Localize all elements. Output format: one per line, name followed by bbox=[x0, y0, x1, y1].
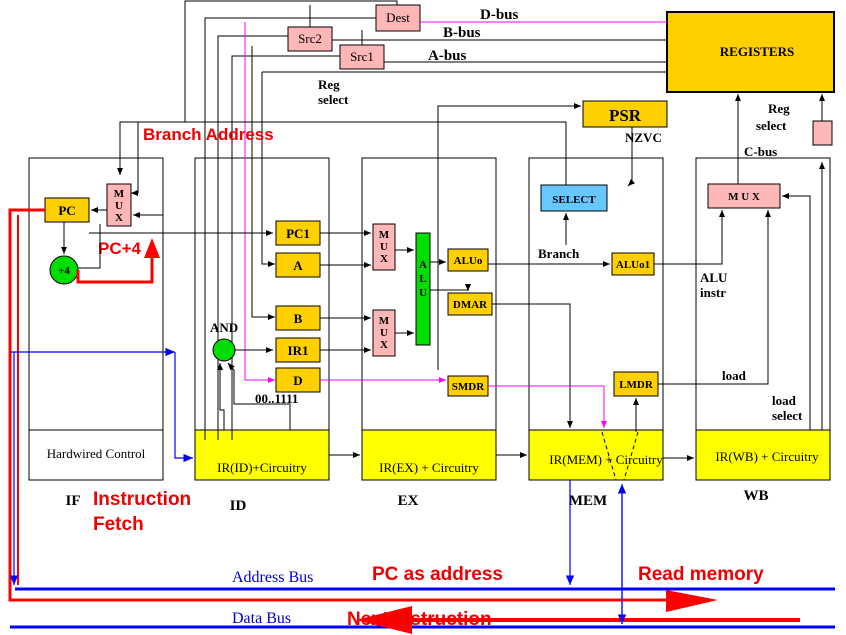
alu-a: A bbox=[419, 259, 427, 271]
branch-address-label: Branch Address bbox=[143, 125, 274, 144]
data-bus-label: Data Bus bbox=[232, 610, 291, 627]
pc1-label: PC1 bbox=[286, 226, 310, 241]
aluo1-label: ALUo1 bbox=[616, 259, 650, 271]
if-mux-m: M bbox=[114, 188, 125, 200]
plus4-label: +4 bbox=[58, 265, 70, 277]
id-circuitry-label: IR(ID)+Circuitry bbox=[217, 460, 307, 475]
alu-box bbox=[415, 232, 431, 346]
ir1-label: IR1 bbox=[288, 343, 309, 358]
b-box bbox=[275, 305, 321, 331]
src2-box bbox=[287, 26, 333, 52]
d-label: D bbox=[293, 373, 302, 388]
ex-mux-b-x: X bbox=[380, 339, 388, 351]
dest-label: Dest bbox=[386, 10, 410, 25]
select-label: SELECT bbox=[552, 194, 596, 206]
select-box bbox=[540, 184, 608, 212]
nzvc-label: NZVC bbox=[625, 130, 662, 145]
id-label: ID bbox=[230, 498, 247, 514]
d-bus-label: D-bus bbox=[480, 7, 519, 23]
src1-label: Src1 bbox=[350, 49, 374, 64]
dmar-label: DMAR bbox=[453, 299, 488, 311]
a-bus-label: A-bus bbox=[428, 48, 467, 64]
load-select-line1: load bbox=[772, 393, 797, 408]
wb-mux-label: M U X bbox=[728, 191, 760, 203]
pc-address-arrow bbox=[666, 590, 718, 612]
read-memory-label: Read memory bbox=[638, 564, 764, 585]
pc1-box bbox=[275, 220, 321, 246]
pc-as-address-label: PC as address bbox=[372, 564, 503, 585]
next-instruction-label: Next Instruction bbox=[347, 609, 492, 630]
hardwired-control-box bbox=[28, 429, 164, 481]
alu-l: L bbox=[419, 273, 426, 285]
branch-label: Branch bbox=[538, 246, 580, 261]
ex-mux-a-box bbox=[372, 223, 396, 271]
a-label: A bbox=[293, 258, 303, 273]
wb-circuitry-box bbox=[695, 429, 831, 481]
b-bus-label: B-bus bbox=[443, 25, 481, 41]
if-mux-u: U bbox=[115, 200, 123, 212]
ex-circuitry-label: IR(EX) + Circuitry bbox=[379, 460, 479, 475]
ex-label: EX bbox=[398, 493, 419, 509]
psr-label: PSR bbox=[609, 106, 642, 125]
aluo-box bbox=[447, 248, 489, 272]
d-box bbox=[275, 367, 321, 393]
if-mux-box bbox=[106, 183, 132, 227]
src2-label: Src2 bbox=[298, 31, 322, 46]
dest-box bbox=[375, 4, 421, 32]
wb-label: WB bbox=[743, 488, 768, 504]
pc-plus4-label: PC+4 bbox=[98, 239, 142, 258]
wb-mux-box bbox=[707, 183, 781, 209]
imm-label: 00..1111 bbox=[255, 391, 298, 406]
a-box bbox=[275, 252, 321, 278]
lmdr-box bbox=[613, 371, 659, 397]
ex-mux-b-m: M bbox=[379, 315, 390, 327]
smdr-label: SMDR bbox=[452, 381, 485, 393]
ex-mux-a-m: M bbox=[379, 229, 390, 241]
ir1-box bbox=[275, 337, 321, 363]
ex-mux-a-u: U bbox=[380, 241, 388, 253]
aluo-label: ALUo bbox=[454, 255, 483, 267]
if-mux-x: X bbox=[115, 212, 123, 224]
hardwired-control-label: Hardwired Control bbox=[47, 446, 146, 461]
c-bus-label: C-bus bbox=[744, 144, 777, 159]
if-label: IF bbox=[66, 493, 81, 509]
ex-mux-a-x: X bbox=[380, 253, 388, 265]
alu-u: U bbox=[419, 287, 427, 299]
id-circuitry-box bbox=[194, 429, 330, 481]
lmdr-label: LMDR bbox=[619, 379, 654, 391]
wb-reg-select-box bbox=[812, 120, 833, 146]
mem-circuitry-box bbox=[528, 429, 664, 481]
registers-box bbox=[666, 11, 835, 93]
mem-circuitry-label: IR(MEM) + Circuitry bbox=[549, 452, 663, 467]
wb-stage-box bbox=[695, 157, 831, 481]
alu-instr-line2: instr bbox=[700, 285, 726, 300]
mem-stage-box bbox=[528, 157, 664, 481]
and-gate bbox=[212, 338, 236, 362]
wb-reg-select-line2: select bbox=[756, 118, 787, 133]
alu-instr-line1: ALU bbox=[700, 270, 728, 285]
ex-mux-b-u: U bbox=[380, 327, 388, 339]
pc-label: PC bbox=[58, 203, 75, 218]
next-instruction-arrow bbox=[356, 606, 412, 634]
registers-label: REGISTERS bbox=[720, 44, 794, 59]
mem-label: MEM bbox=[569, 493, 607, 509]
and-label: AND bbox=[210, 320, 238, 335]
reg-select-line1: Reg bbox=[318, 77, 340, 92]
b-label: B bbox=[294, 311, 303, 326]
wb-reg-select-line1: Reg bbox=[768, 101, 790, 116]
load-select-line2: select bbox=[772, 408, 803, 423]
load-label: load bbox=[722, 368, 747, 383]
psr-box bbox=[582, 100, 668, 128]
ex-circuitry-box bbox=[361, 429, 497, 481]
address-bus-label: Address Bus bbox=[232, 569, 313, 586]
instruction-fetch-line1: Instruction bbox=[93, 489, 191, 510]
reg-select-line2: select bbox=[318, 92, 349, 107]
wb-circuitry-label: IR(WB) + Circuitry bbox=[715, 449, 819, 464]
instruction-fetch-line2: Fetch bbox=[93, 514, 144, 535]
